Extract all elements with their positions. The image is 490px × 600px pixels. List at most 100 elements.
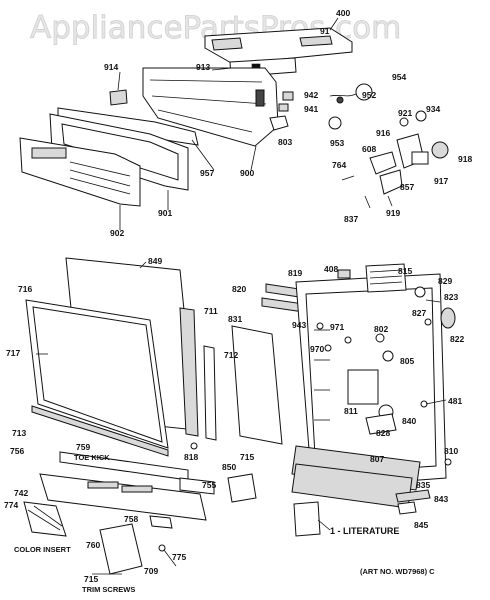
part-941 bbox=[278, 103, 289, 112]
part-942 bbox=[282, 91, 294, 101]
part-811-dispenser bbox=[347, 369, 379, 405]
label-408: 408 bbox=[324, 264, 338, 274]
part-608 bbox=[369, 151, 397, 175]
door-panel-assembly bbox=[23, 257, 217, 575]
label-916: 916 bbox=[376, 128, 390, 138]
label-819: 819 bbox=[288, 268, 302, 278]
part-810 bbox=[444, 458, 452, 466]
part-953 bbox=[328, 116, 342, 130]
label-849: 849 bbox=[148, 256, 162, 266]
label-802: 802 bbox=[374, 324, 388, 334]
label-957: 957 bbox=[200, 168, 214, 178]
part-917 bbox=[411, 151, 429, 165]
label-759: 759 bbox=[76, 442, 90, 452]
label-917: 917 bbox=[434, 176, 448, 186]
label-815: 815 bbox=[398, 266, 412, 276]
part-716-inner-border bbox=[32, 306, 163, 443]
label-828: 828 bbox=[376, 428, 390, 438]
label-829: 829 bbox=[438, 276, 452, 286]
label-850: 850 bbox=[222, 462, 236, 472]
label-953: 953 bbox=[330, 138, 344, 148]
label-840: 840 bbox=[402, 416, 416, 426]
label-942: 942 bbox=[304, 90, 318, 100]
part-845 bbox=[397, 501, 417, 515]
caption-art-number: (ART NO. WD7968) C bbox=[360, 567, 435, 576]
label-608: 608 bbox=[362, 144, 376, 154]
label-742: 742 bbox=[14, 488, 28, 498]
label-831: 831 bbox=[228, 314, 242, 324]
kick-vent-1 bbox=[87, 481, 119, 489]
part-805 bbox=[382, 350, 394, 362]
label-711: 711 bbox=[204, 306, 218, 316]
label-822: 822 bbox=[450, 334, 464, 344]
part-900-control-module bbox=[142, 67, 279, 147]
caption-toe-kick: TOE KICK bbox=[74, 453, 110, 462]
part-803 bbox=[269, 115, 289, 131]
label-755: 755 bbox=[202, 480, 216, 490]
part-802 bbox=[375, 333, 385, 343]
part-818 bbox=[190, 442, 198, 450]
label-807: 807 bbox=[370, 454, 384, 464]
label-709: 709 bbox=[144, 566, 158, 576]
caption-trim-screws: TRIM SCREWS bbox=[82, 585, 135, 594]
label-717: 717 bbox=[6, 348, 20, 358]
part-857 bbox=[379, 169, 403, 195]
label-971: 971 bbox=[330, 322, 344, 332]
label-756: 756 bbox=[10, 446, 24, 456]
label-970: 970 bbox=[310, 344, 324, 354]
control-panel-assembly bbox=[19, 27, 449, 209]
part-954 bbox=[355, 83, 373, 101]
escutcheon-display bbox=[31, 147, 67, 159]
part-712-channel bbox=[203, 345, 217, 441]
label-918: 918 bbox=[458, 154, 472, 164]
label-827: 827 bbox=[412, 308, 426, 318]
part-815-vent bbox=[365, 263, 407, 293]
label-715b: 715 bbox=[84, 574, 98, 584]
label-758: 758 bbox=[124, 514, 138, 524]
label-820: 820 bbox=[232, 284, 246, 294]
part-755 bbox=[179, 477, 215, 495]
part-400-connector bbox=[211, 37, 243, 51]
caption-literature: 1 - LITERATURE bbox=[330, 526, 399, 536]
label-835: 835 bbox=[416, 480, 430, 490]
label-810: 810 bbox=[444, 446, 458, 456]
part-831-panel bbox=[231, 325, 283, 445]
label-818: 818 bbox=[184, 452, 198, 462]
label-901: 901 bbox=[158, 208, 172, 218]
label-775: 775 bbox=[172, 552, 186, 562]
part-943 bbox=[316, 322, 324, 330]
label-805: 805 bbox=[400, 356, 414, 366]
part-713-trim bbox=[31, 405, 169, 457]
label-715a: 715 bbox=[240, 452, 254, 462]
inner-door-assembly bbox=[227, 263, 456, 537]
label-91: 91 bbox=[320, 26, 330, 36]
label-845: 845 bbox=[414, 520, 428, 530]
leader-lines bbox=[36, 17, 447, 567]
part-823 bbox=[425, 299, 441, 303]
part-828 bbox=[365, 413, 397, 435]
label-713: 713 bbox=[12, 428, 26, 438]
label-764: 764 bbox=[332, 160, 346, 170]
label-803: 803 bbox=[278, 137, 292, 147]
part-829 bbox=[414, 286, 426, 298]
label-811: 811 bbox=[344, 406, 358, 416]
part-850 bbox=[227, 473, 257, 503]
part-934 bbox=[415, 110, 427, 122]
label-941: 941 bbox=[304, 104, 318, 114]
label-919: 919 bbox=[386, 208, 400, 218]
label-857: 857 bbox=[400, 182, 414, 192]
part-919 bbox=[387, 195, 393, 207]
label-481: 481 bbox=[448, 396, 462, 406]
part-901-opening bbox=[61, 123, 179, 181]
literature-booklet bbox=[293, 501, 321, 537]
label-400: 400 bbox=[336, 8, 350, 18]
part-918 bbox=[431, 141, 449, 159]
label-843: 843 bbox=[434, 494, 448, 504]
part-758 bbox=[149, 515, 173, 529]
part-742-color-insert bbox=[23, 501, 67, 537]
part-775 bbox=[158, 544, 166, 552]
part-914-pad bbox=[109, 89, 128, 106]
label-900: 900 bbox=[240, 168, 254, 178]
watermark-text: AppliancePartsPros.com bbox=[30, 10, 401, 46]
